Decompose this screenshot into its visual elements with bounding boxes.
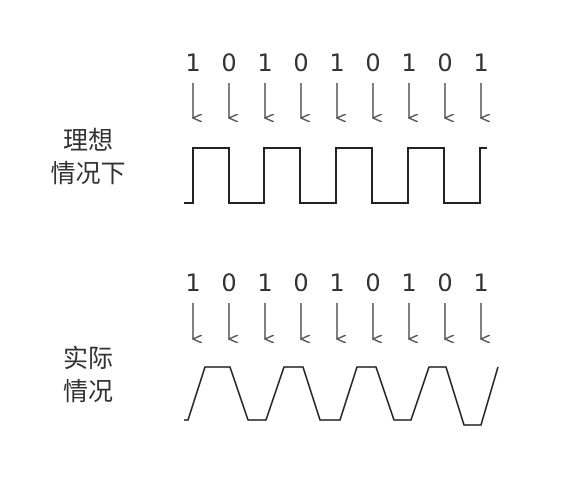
ideal-bit-label: 1: [185, 49, 200, 77]
ideal-bit-label: 0: [221, 49, 236, 77]
real-bit-label: 1: [329, 269, 344, 297]
real-bit-arrows: [193, 303, 481, 339]
real-bit-label: 1: [185, 269, 200, 297]
label-ideal-case: 理想 情况下: [33, 124, 143, 190]
real-bit-label: 0: [437, 269, 452, 297]
real-bit-label: 0: [293, 269, 308, 297]
real-bit-label: 1: [401, 269, 416, 297]
ideal-square-waveform: [184, 147, 487, 204]
ideal-bit-arrows: [193, 83, 481, 118]
ideal-bit-label: 1: [401, 49, 416, 77]
ideal-bit-label: 1: [329, 49, 344, 77]
ideal-bit-label: 0: [293, 49, 308, 77]
ideal-bit-label: 0: [365, 49, 380, 77]
real-trapezoid-waveform: [184, 366, 499, 426]
real-bit-label: 1: [257, 269, 272, 297]
label-real-case: 实际 情况: [33, 342, 143, 408]
label-ideal-line-1: 理想: [62, 126, 113, 155]
ideal-bit-label: 0: [437, 49, 452, 77]
ideal-bit-label: 1: [473, 49, 488, 77]
real-bit-label: 1: [473, 269, 488, 297]
real-bit-label: 0: [365, 269, 380, 297]
label-real-line-2: 情况: [62, 377, 113, 406]
label-real-line-1: 实际: [62, 344, 113, 373]
real-bit-label: 0: [221, 269, 236, 297]
label-ideal-line-2: 情况下: [50, 159, 126, 188]
ideal-bit-label: 1: [257, 49, 272, 77]
